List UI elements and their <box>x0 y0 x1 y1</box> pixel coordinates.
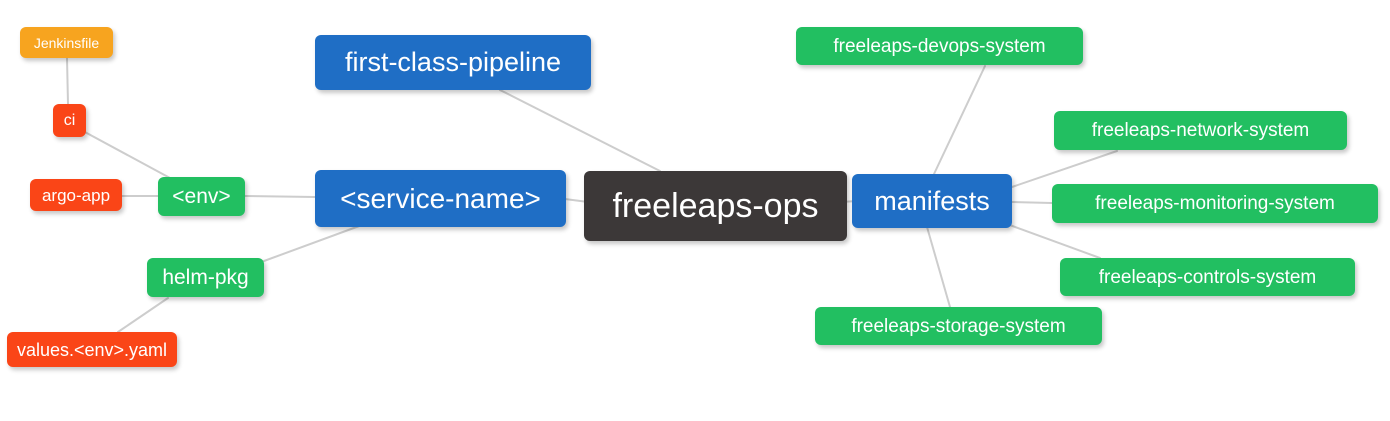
node-first-class-pipeline[interactable]: first-class-pipeline <box>315 35 591 90</box>
node-jenkinsfile[interactable]: Jenkinsfile <box>20 27 113 58</box>
node-freeleaps-ops[interactable]: freeleaps-ops <box>584 171 847 241</box>
node-freeleaps-network-system[interactable]: freeleaps-network-system <box>1054 111 1347 150</box>
node-values-env-yaml[interactable]: values.<env>.yaml <box>7 332 177 367</box>
node-manifests[interactable]: manifests <box>852 174 1012 228</box>
node-helm-pkg[interactable]: helm-pkg <box>147 258 264 297</box>
node-argo-app[interactable]: argo-app <box>30 179 122 211</box>
node-freeleaps-controls-system[interactable]: freeleaps-controls-system <box>1060 258 1355 296</box>
node-env[interactable]: <env> <box>158 177 245 216</box>
node-freeleaps-devops-system[interactable]: freeleaps-devops-system <box>796 27 1083 65</box>
node-ci[interactable]: ci <box>53 104 86 137</box>
node-freeleaps-storage-system[interactable]: freeleaps-storage-system <box>815 307 1102 345</box>
node-freeleaps-monitoring-system[interactable]: freeleaps-monitoring-system <box>1052 184 1378 223</box>
node-service-name[interactable]: <service-name> <box>315 170 566 227</box>
